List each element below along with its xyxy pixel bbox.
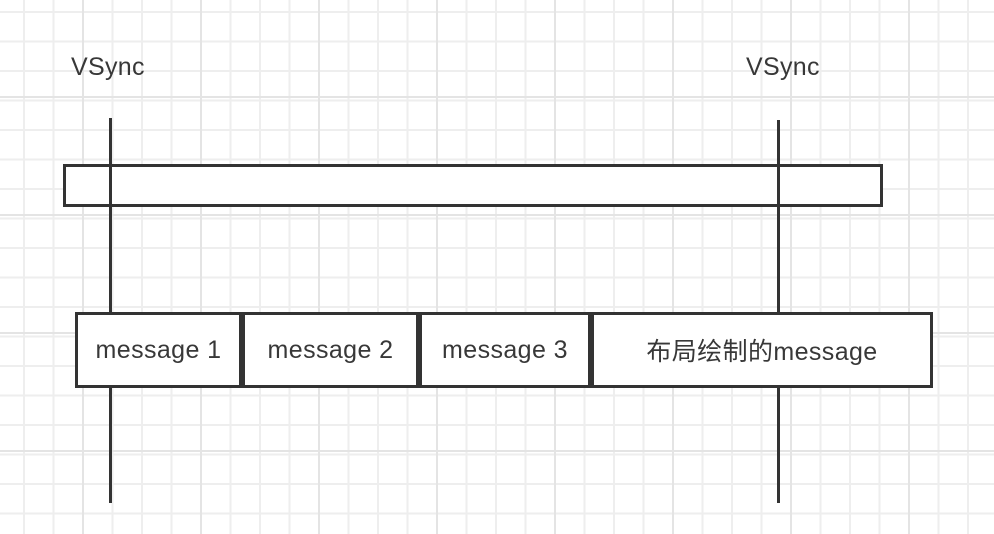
message-box-1: message 1 xyxy=(75,312,242,388)
message-box-3-label: message 3 xyxy=(442,335,568,364)
vsync-label-right: VSync xyxy=(746,53,820,81)
message-queue-row: message 1 message 2 message 3 布局绘制的messa… xyxy=(75,312,933,388)
message-box-2: message 2 xyxy=(242,312,419,388)
message-box-layout-draw-label: 布局绘制的message xyxy=(646,338,878,366)
vsync-line-left xyxy=(108,118,112,503)
message-box-1-label: message 1 xyxy=(95,335,222,364)
message-box-2-label: message 2 xyxy=(267,335,394,364)
vsync-line-right xyxy=(776,120,780,503)
message-box-3: message 3 xyxy=(419,312,591,388)
message-box-layout-draw: 布局绘制的message xyxy=(591,312,933,388)
vsync-label-left: VSync xyxy=(71,53,145,81)
frame-interval-bar xyxy=(63,164,883,207)
